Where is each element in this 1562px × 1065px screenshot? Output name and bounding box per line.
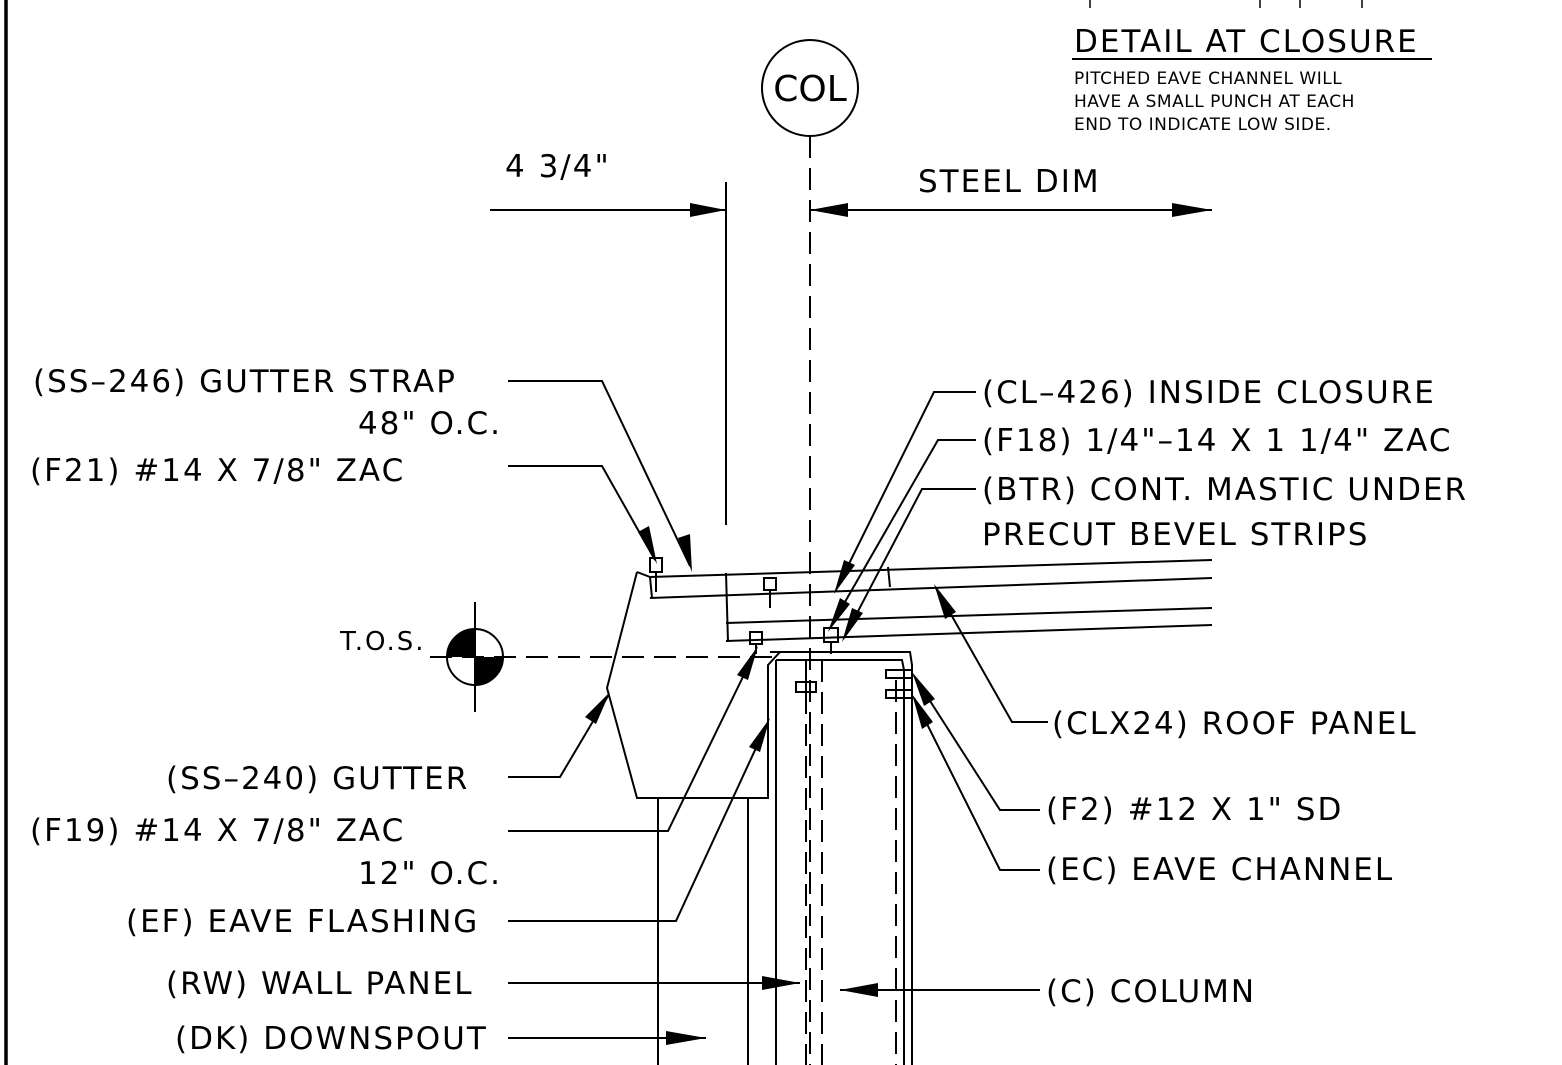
screw-strap-icon bbox=[763, 577, 777, 608]
callout-mastic-line1: (BTR) CONT. MASTIC UNDER bbox=[982, 472, 1468, 508]
callout-roof-panel: (CLX24) ROOF PANEL bbox=[1052, 706, 1418, 742]
callout-f21: (F21) #14 X 7/8" ZAC bbox=[30, 453, 405, 489]
callout-gutter-strap: (SS–246) GUTTER STRAP bbox=[33, 364, 457, 400]
left-callouts: (SS–246) GUTTER STRAP 48" O.C. (F21) #14… bbox=[30, 364, 800, 1057]
callout-gutter-strap-spacing: 48" O.C. bbox=[358, 406, 502, 442]
fasteners bbox=[649, 557, 913, 708]
callout-f18: (F18) 1/4"–14 X 1 1/4" ZAC bbox=[982, 423, 1453, 459]
column-grid-bubble: COL bbox=[761, 39, 859, 137]
grid-bubble-label: COL bbox=[773, 69, 847, 110]
callout-eave-flashing: (EF) EAVE FLASHING bbox=[126, 904, 479, 940]
callout-column: (C) COLUMN bbox=[1046, 974, 1256, 1010]
right-callouts: (CL–426) INSIDE CLOSURE (F18) 1/4"–14 X … bbox=[828, 375, 1468, 1010]
steel-dimension: STEEL DIM bbox=[810, 164, 1212, 217]
eave-channel bbox=[657, 651, 913, 1065]
callout-wall-panel: (RW) WALL PANEL bbox=[166, 966, 474, 1002]
detail-note-line-2: HAVE A SMALL PUNCH AT EACH bbox=[1074, 92, 1355, 112]
detail-title-block: DETAIL AT CLOSURE PITCHED EAVE CHANNEL W… bbox=[1072, 0, 1432, 135]
callout-eave-channel: (EC) EAVE CHANNEL bbox=[1046, 852, 1394, 888]
steel-dimension-text: STEEL DIM bbox=[918, 164, 1101, 200]
screw-f21-icon bbox=[649, 557, 663, 592]
callout-downspout: (DK) DOWNSPOUT bbox=[175, 1021, 488, 1057]
detail-title: DETAIL AT CLOSURE bbox=[1074, 24, 1419, 60]
tos-marker: T.O.S. bbox=[339, 602, 776, 712]
callout-f19-spacing: 12" O.C. bbox=[358, 856, 502, 892]
callout-inside-closure: (CL–426) INSIDE CLOSURE bbox=[982, 375, 1436, 411]
detail-note-line-1: PITCHED EAVE CHANNEL WILL bbox=[1074, 69, 1342, 89]
offset-dimension: 4 3/4" bbox=[490, 149, 727, 525]
callout-f19: (F19) #14 X 7/8" ZAC bbox=[30, 813, 405, 849]
gutter bbox=[605, 571, 781, 799]
callout-mastic-line2: PRECUT BEVEL STRIPS bbox=[982, 517, 1369, 553]
detail-note-line-3: END TO INDICATE LOW SIDE. bbox=[1074, 115, 1332, 135]
callout-f2: (F2) #12 X 1" SD bbox=[1046, 792, 1343, 828]
offset-dimension-text: 4 3/4" bbox=[505, 149, 611, 185]
tos-label: T.O.S. bbox=[339, 627, 426, 657]
screw-f2-icon bbox=[885, 669, 913, 699]
roof-panel bbox=[649, 559, 1213, 643]
screw-column-icon bbox=[795, 676, 817, 708]
screw-f18-icon bbox=[823, 627, 839, 654]
callout-gutter: (SS–240) GUTTER bbox=[166, 761, 469, 797]
